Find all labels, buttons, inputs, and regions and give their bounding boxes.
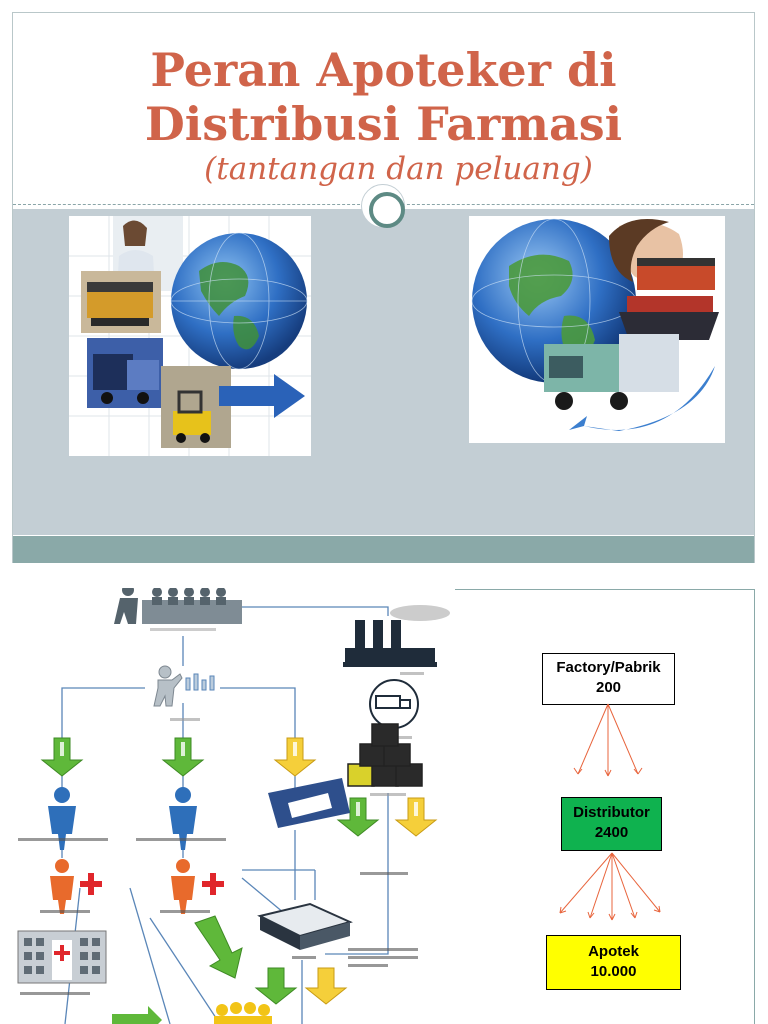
global-shipping-graphic xyxy=(469,216,725,443)
title-area: Peran Apoteker di Distribusi Farmasi (ta… xyxy=(13,13,754,205)
distributor-box: Distributor 2400 xyxy=(561,797,662,851)
distribution-slide: Factory/Pabrik 200 xyxy=(0,584,768,1024)
pharma-supply-chain-diagram xyxy=(10,584,455,1024)
slide2-top-border xyxy=(455,589,755,590)
supply-chain-graphic xyxy=(10,584,455,1024)
apotek-box: Apotek 10.000 xyxy=(546,935,681,990)
global-shipping-image xyxy=(469,216,725,443)
factory-box: Factory/Pabrik 200 xyxy=(542,653,675,705)
slide2-right-border xyxy=(754,589,755,1024)
logistics-collage-graphic xyxy=(69,216,311,456)
factory-count: 200 xyxy=(595,679,622,696)
factory-label: Factory/Pabrik xyxy=(556,659,661,676)
slide-subtitle: (tantangan dan peluang) xyxy=(204,151,593,187)
bottom-band xyxy=(13,536,754,563)
logistics-collage-image xyxy=(69,216,311,456)
slide-title-line-1: Peran Apoteker di xyxy=(150,43,617,97)
distributor-label: Distributor xyxy=(573,804,650,821)
distributor-count: 2400 xyxy=(594,824,629,841)
distribution-arrows xyxy=(559,703,661,921)
ring-ornament-icon xyxy=(361,184,405,228)
apotek-count: 10.000 xyxy=(590,963,637,980)
slide-title-line-2: Distribusi Farmasi xyxy=(144,97,623,151)
title-slide: Peran Apoteker di Distribusi Farmasi (ta… xyxy=(12,12,755,563)
apotek-label: Apotek xyxy=(588,943,639,960)
